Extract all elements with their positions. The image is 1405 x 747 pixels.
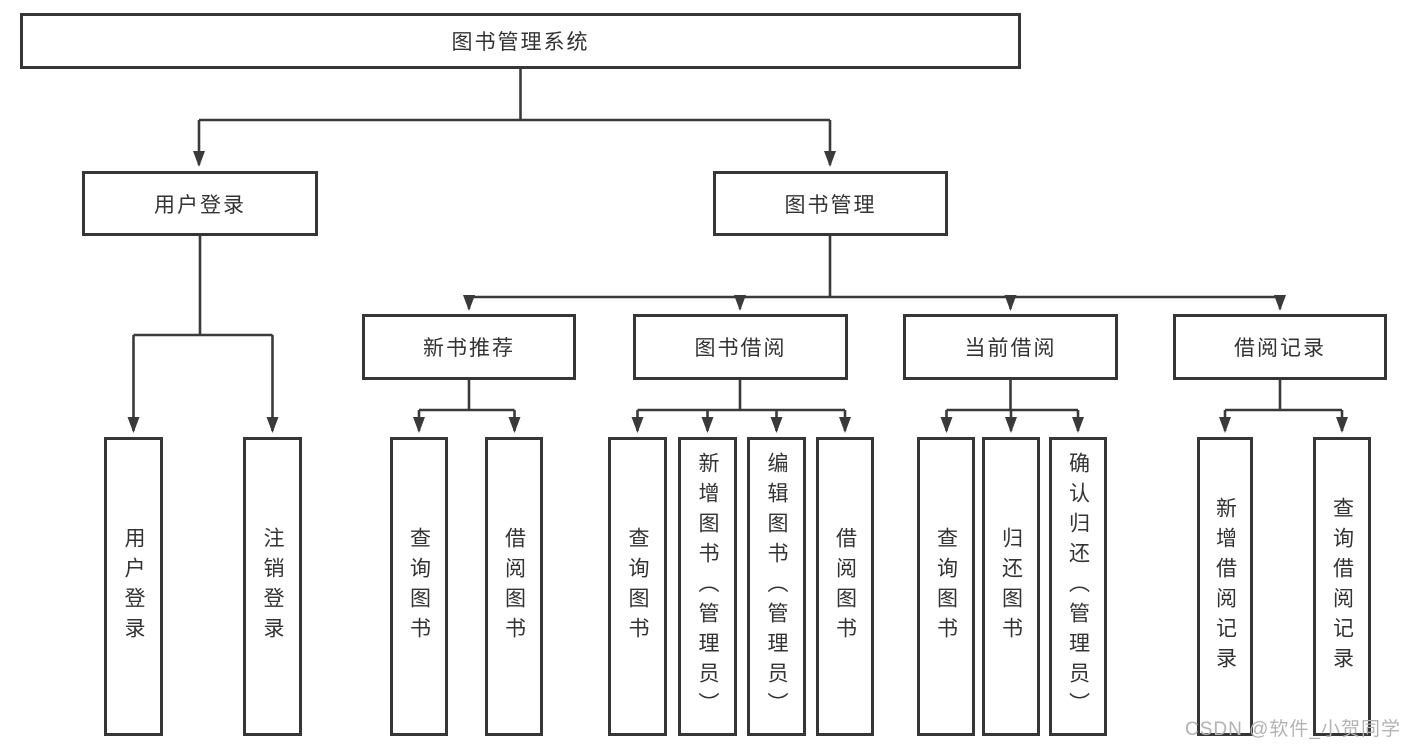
leaf-recommend-query-books-label: 查询图书 [407, 526, 431, 647]
leaf-borrowing-query-books: 查询图书 [608, 437, 667, 736]
leaf-edit-books-admin-label: 编辑图书（管理员） [765, 451, 788, 722]
leaf-current-query-books-label: 查询图书 [934, 526, 958, 647]
leaf-return-books: 归还图书 [982, 437, 1040, 736]
leaf-add-books-admin-label: 新增图书（管理员） [696, 451, 719, 722]
edge-trunks [133, 69, 1342, 412]
node-user-login-branch: 用户登录 [82, 171, 318, 236]
leaf-user-login: 用户登录 [104, 437, 163, 736]
leaf-edit-books-admin: 编辑图书（管理员） [747, 437, 806, 736]
leaf-recommend-borrow-books: 借阅图书 [485, 437, 543, 736]
leaf-logout-label: 注销登录 [261, 526, 284, 647]
leaf-query-borrow-record-label: 查询借阅记录 [1330, 496, 1354, 677]
leaf-borrowing-borrow-books: 借阅图书 [816, 437, 874, 736]
leaf-current-query-books: 查询图书 [917, 437, 975, 736]
node-new-book-recommend: 新书推荐 [362, 314, 576, 380]
node-borrowing-records: 借阅记录 [1173, 314, 1387, 380]
leaf-recommend-borrow-books-label: 借阅图书 [502, 526, 526, 647]
csdn-watermark: CSDN @软件_小贺同学 [1185, 719, 1401, 740]
node-book-management: 图书管理 [713, 171, 948, 236]
leaf-add-borrow-record: 新增借阅记录 [1197, 437, 1253, 736]
node-current-borrowing: 当前借阅 [903, 314, 1118, 380]
leaf-user-login-label: 用户登录 [122, 526, 145, 647]
edge-arrows [127, 120, 1348, 433]
leaf-query-borrow-record: 查询借阅记录 [1313, 437, 1371, 736]
leaf-borrowing-borrow-books-label: 借阅图书 [833, 526, 857, 647]
leaf-add-borrow-record-label: 新增借阅记录 [1213, 496, 1237, 677]
leaf-confirm-return-admin: 确认归还（管理员） [1049, 437, 1107, 736]
leaf-confirm-return-admin-label: 确认归还（管理员） [1066, 451, 1090, 722]
node-book-borrowing: 图书借阅 [633, 314, 848, 380]
leaf-logout: 注销登录 [243, 437, 302, 736]
node-library-management-system: 图书管理系统 [20, 13, 1021, 69]
leaf-borrowing-query-books-label: 查询图书 [626, 526, 649, 647]
leaf-add-books-admin: 新增图书（管理员） [678, 437, 737, 736]
leaf-recommend-query-books: 查询图书 [390, 437, 448, 736]
leaf-return-books-label: 归还图书 [999, 526, 1023, 647]
